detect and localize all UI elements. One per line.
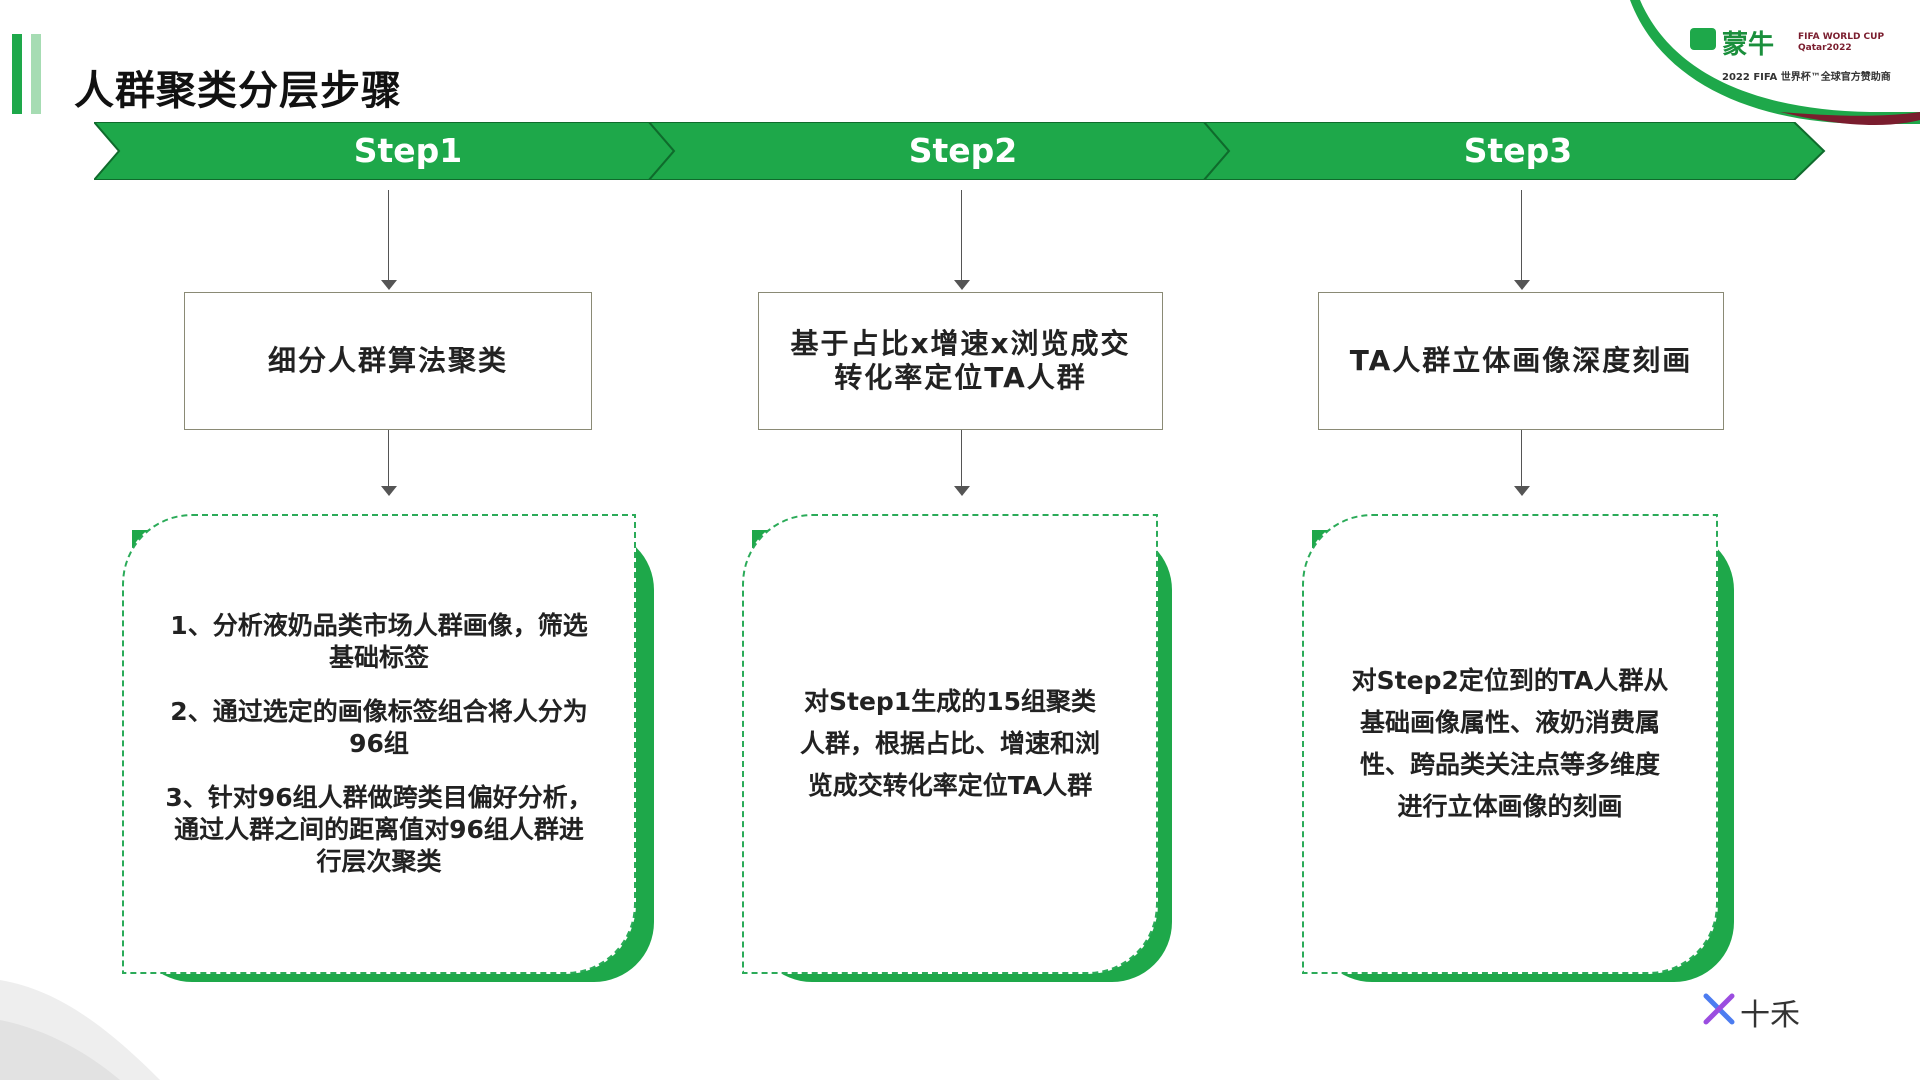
footer-x-icon [1703, 993, 1735, 1025]
step1-card-item-2: 2、通过选定的画像标签组合将人分为96组 [170, 697, 588, 758]
step2-box-text: 基于占比x增速x浏览成交转化率定位TA人群 [790, 327, 1131, 394]
step1-label: Step1 [353, 131, 463, 170]
step3-arrowhead-bottom [1514, 486, 1530, 496]
step2-arrow-bottom [961, 430, 962, 492]
step3-arrow-bottom [1521, 430, 1522, 492]
sponsor-text: 2022 FIFA 世界杯™全球官方赞助商 [1722, 72, 1891, 83]
page-title: 人群聚类分层步骤 [74, 68, 402, 114]
step1-card-item-1: 1、分析液奶品类市场人群画像，筛选基础标签 [170, 611, 588, 672]
title-accent-bar-dark [12, 34, 22, 114]
footer-logo: 十禾 [1702, 990, 1812, 1033]
step1-arrow-bottom [388, 430, 389, 492]
step3-label: Step3 [1463, 131, 1573, 170]
step2-card-text: 对Step1生成的15组聚类人群，根据占比、增速和浏览成交转化率定位TA人群 [799, 687, 1100, 800]
bottom-left-swoosh [0, 980, 160, 1080]
brand-name: 蒙牛 [1722, 30, 1775, 60]
step1-arrowhead-bottom [381, 486, 397, 496]
step1-box: 细分人群算法聚类 [184, 292, 592, 430]
footer-logo-text: 十禾 [1740, 998, 1800, 1033]
brand-logo-area: 蒙牛 FIFA WORLD CUP Qatar2022 2022 FIFA 世界… [1630, 0, 1920, 150]
step2-label: Step2 [908, 131, 1018, 170]
step1-arrowhead-top [381, 280, 397, 290]
step3-box-text: TA人群立体画像深度刻画 [1349, 344, 1693, 377]
step1-card: 1、分析液奶品类市场人群画像，筛选基础标签 2、通过选定的画像标签组合将人分为9… [122, 514, 636, 974]
step3-card: 对Step2定位到的TA人群从基础画像属性、液奶消费属性、跨品类关注点等多维度进… [1302, 514, 1718, 974]
step2-arrowhead-top [954, 280, 970, 290]
step-banner [94, 122, 1826, 180]
step3-chevron [1202, 122, 1826, 180]
step3-arrow-top [1521, 190, 1522, 286]
fifa-mark: FIFA WORLD CUP Qatar2022 [1798, 32, 1885, 53]
title-accent-bar-light [31, 34, 41, 114]
step2-box: 基于占比x增速x浏览成交转化率定位TA人群 [758, 292, 1163, 430]
step2-card: 对Step1生成的15组聚类人群，根据占比、增速和浏览成交转化率定位TA人群 [742, 514, 1158, 974]
step1-box-text: 细分人群算法聚类 [267, 344, 508, 377]
step3-box: TA人群立体画像深度刻画 [1318, 292, 1724, 430]
step2-arrowhead-bottom [954, 486, 970, 496]
step3-arrowhead-top [1514, 280, 1530, 290]
brand-swoosh-graphic [1630, 0, 1920, 126]
step1-chevron [94, 122, 676, 180]
step1-arrow-top [388, 190, 389, 286]
step2-arrow-top [961, 190, 962, 286]
step1-card-item-3: 3、针对96组人群做跨类目偏好分析，通过人群之间的距离值对96组人群进行层次聚类 [165, 783, 593, 876]
step3-card-text: 对Step2定位到的TA人群从基础画像属性、液奶消费属性、跨品类关注点等多维度进… [1351, 666, 1669, 821]
step2-chevron [647, 122, 1231, 180]
